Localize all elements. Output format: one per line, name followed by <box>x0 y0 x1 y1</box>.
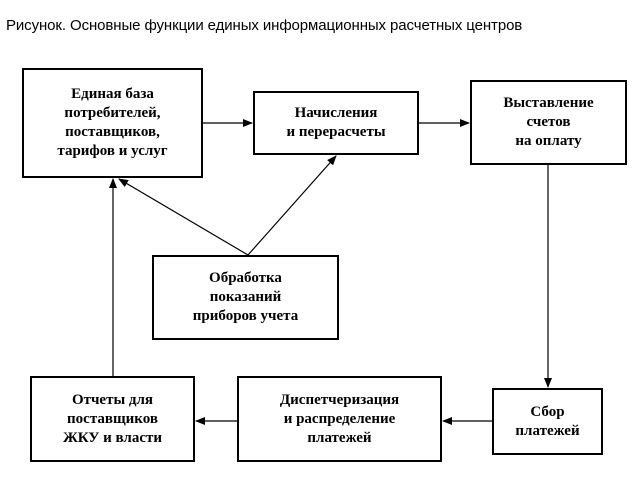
collection-box: Сбор платежей <box>492 388 603 455</box>
metering-box: Обработка показаний приборов учета <box>152 255 339 340</box>
arrow-metering-to-charges <box>247 155 337 256</box>
figure-caption: Рисунок. Основные функции единых информа… <box>6 17 523 34</box>
collection-label: Сбор платежей <box>515 403 580 439</box>
arrow-metering-to-database <box>118 178 249 256</box>
dispatch-label: Диспетчеризация и распределение платежей <box>279 391 400 446</box>
database-box: Единая база потребителей, поставщиков, т… <box>22 68 203 178</box>
dispatch-box: Диспетчеризация и распределение платежей <box>237 376 442 462</box>
charges-label: Начисления и перерасчеты <box>286 105 386 140</box>
reports-label: Отчеты для поставщиков ЖКУ и власти <box>62 391 163 446</box>
database-label: Единая база потребителей, поставщиков, т… <box>57 86 168 159</box>
charges-box: Начисления и перерасчеты <box>253 91 419 155</box>
reports-box: Отчеты для поставщиков ЖКУ и власти <box>30 376 195 462</box>
metering-label: Обработка показаний приборов учета <box>192 270 299 324</box>
billing-box: Выставление счетов на оплату <box>470 80 627 165</box>
billing-label: Выставление счетов на оплату <box>503 95 594 149</box>
